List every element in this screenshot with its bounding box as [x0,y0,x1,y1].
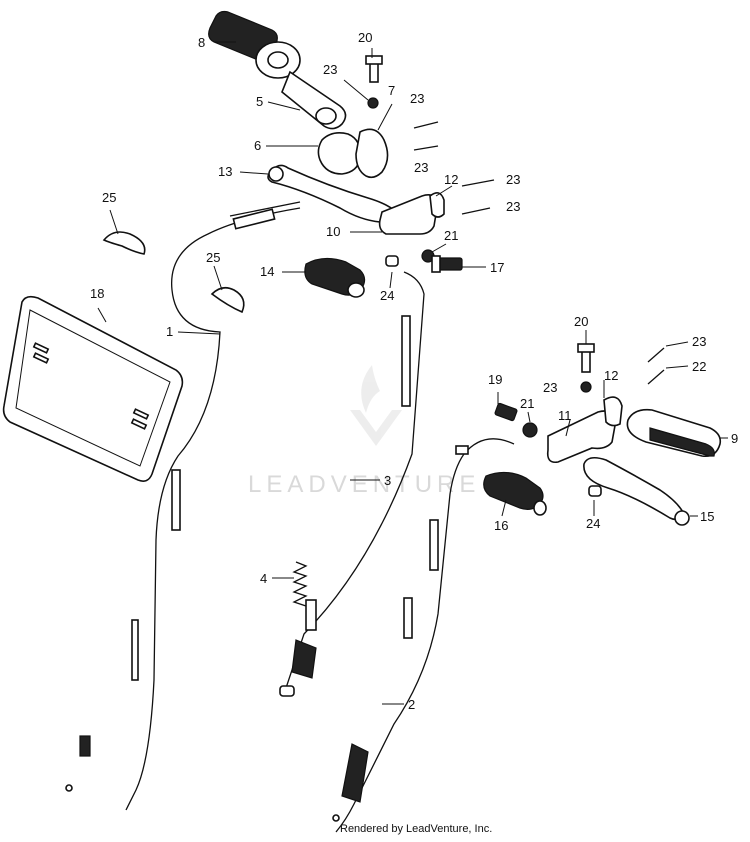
spring[interactable] [292,561,308,607]
callout-23: 22 [692,359,706,374]
callout-23: 23 [414,160,428,175]
callout-24: 24 [586,516,600,531]
nut-cap[interactable] [588,485,602,497]
callout-25: 25 [102,190,116,205]
callout-1: 1 [166,324,173,339]
callout-20: 20 [574,314,588,329]
callout-25: 25 [206,250,220,265]
handlebar-grip[interactable] [626,408,722,458]
footer-credit: Rendered by LeadVenture, Inc. [340,823,493,835]
callout-22: 23 [543,380,557,395]
callout-11: 11 [558,408,572,423]
callout-15: 15 [700,509,714,524]
cable-adjuster[interactable] [431,255,463,273]
callout-16: 16 [494,518,508,533]
callout-22: 23 [323,62,337,77]
cable-clamp[interactable] [210,286,245,314]
watermark-logo [350,365,402,446]
callout-23: 23 [410,91,424,106]
callout-6: 6 [254,138,261,153]
nut[interactable] [367,97,379,109]
callout-24: 24 [380,288,394,303]
callout-21: 21 [444,228,458,243]
choke-cable[interactable] [283,271,425,695]
callout-13: 13 [218,164,232,179]
handlebar-switch[interactable] [304,257,366,298]
callout-23: 23 [506,172,520,187]
throttle-housing-upper[interactable] [355,128,389,179]
callout-18: 19 [488,372,502,387]
callout-2: 2 [408,697,415,712]
callout-12: 12 [604,368,618,383]
cable-clamp[interactable] [102,231,146,255]
throttle-grip[interactable] [208,10,301,79]
throttle-housing-lower[interactable] [317,132,362,175]
locknut[interactable] [522,422,538,438]
throttle-cable[interactable] [125,207,301,811]
callout-9: 9 [731,431,738,446]
nut[interactable] [580,381,592,393]
callout-5: 5 [256,94,263,109]
callout-3: 3 [384,473,391,488]
adjuster-bolt[interactable] [365,55,383,83]
throttle-tube[interactable] [281,70,347,130]
nut-cap[interactable] [385,255,399,267]
callout-12: 12 [444,172,458,187]
callout-10: 10 [326,224,340,239]
callout-17: 17 [490,260,504,275]
cable-adjuster[interactable] [494,402,518,422]
lever-bracket[interactable] [378,194,439,235]
number-plate[interactable] [2,295,184,482]
handlebar-switch[interactable] [483,471,547,516]
clutch-cable[interactable] [335,438,515,833]
callout-labels: 8 20 23 7 5 23 6 23 13 12 23 23 25 10 21… [90,30,738,712]
adjuster-bolt[interactable] [577,343,595,373]
callout-20: 20 [358,30,372,45]
callout-8: 8 [198,35,205,50]
callout-7: 7 [388,83,395,98]
callout-19: 18 [90,286,104,301]
callout-4: 4 [260,571,267,586]
callout-14: 14 [260,264,274,279]
watermark-text: LEADVENTURE [248,471,480,498]
callout-23: 23 [692,334,706,349]
callout-leaders [97,41,728,705]
callout-21: 21 [520,396,534,411]
callout-23: 23 [506,199,520,214]
